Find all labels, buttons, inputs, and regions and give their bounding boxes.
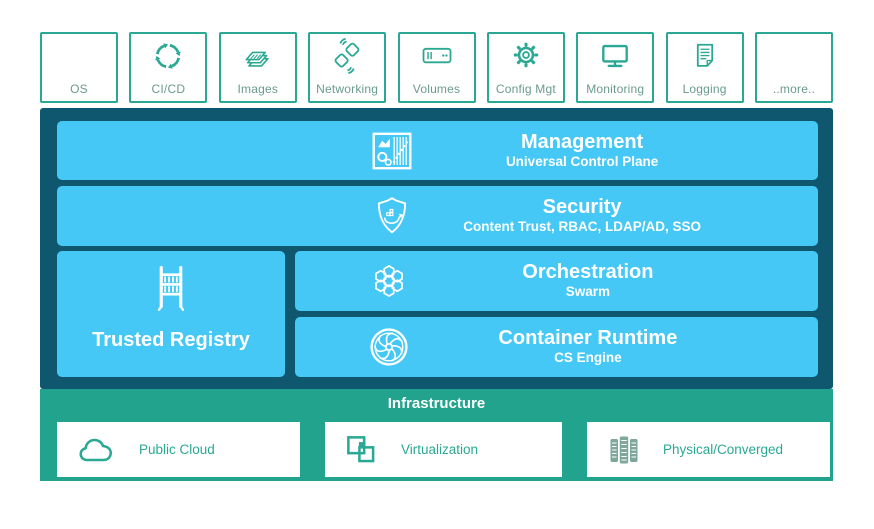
- ecosystem-box-cicd: CI/CD: [129, 32, 208, 103]
- container-runtime-band: Container Runtime CS Engine: [295, 317, 818, 377]
- ecosystem-box-config-mgt: Config Mgt: [486, 32, 565, 103]
- platform-container: Management Universal Control Plane: [40, 108, 833, 389]
- security-text: Security Content Trust, RBAC, LDAP/AD, S…: [415, 196, 750, 236]
- orchestration-title: Orchestration: [522, 261, 654, 284]
- management-dashboard-icon: [369, 129, 415, 172]
- runtime-turbine-icon: [365, 323, 413, 371]
- infrastructure-section: Infrastructure Public Cloud: [40, 389, 833, 481]
- ecosystem-box-monitoring: Monitoring: [576, 32, 655, 103]
- infrastructure-row: Public Cloud Virtualization: [57, 422, 830, 477]
- cicd-cycle-icon: [150, 38, 186, 74]
- management-text: Management Universal Control Plane: [415, 131, 750, 171]
- ecosystem-box-networking: Networking: [308, 32, 387, 103]
- container-runtime-subtitle: CS Engine: [554, 350, 622, 366]
- networking-icon: [329, 38, 365, 74]
- infrastructure-title: Infrastructure: [387, 395, 486, 412]
- trusted-registry-box: Trusted Registry: [57, 251, 285, 377]
- ecosystem-box-images: Images: [218, 32, 297, 103]
- ecosystem-box-more: ..more..: [755, 32, 833, 103]
- ecosystem-box-label: OS: [70, 82, 88, 96]
- ecosystem-box-volumes: Volumes: [397, 32, 476, 103]
- management-title: Management: [520, 130, 644, 153]
- infrastructure-box-virtualization: Virtualization: [325, 422, 562, 477]
- monitoring-display-icon: [597, 38, 633, 74]
- ecosystem-box-label: Networking: [316, 82, 379, 96]
- orchestration-band: Orchestration Swarm: [295, 251, 818, 311]
- images-stack-icon: [240, 38, 276, 74]
- ecosystem-box-label: Logging: [682, 82, 727, 96]
- orchestration-honeycomb-icon: [367, 259, 411, 303]
- ecosystem-row: OS CI/CD: [40, 32, 833, 103]
- physical-servers-icon: [603, 430, 643, 470]
- trusted-registry-title: Trusted Registry: [92, 329, 250, 351]
- virtualization-icon: [341, 430, 381, 470]
- infrastructure-box-label: Virtualization: [401, 442, 479, 457]
- container-runtime-title: Container Runtime: [498, 327, 678, 350]
- security-subtitle: Content Trust, RBAC, LDAP/AD, SSO: [463, 219, 701, 235]
- infrastructure-box-label: Physical/Converged: [663, 442, 784, 457]
- management-band: Management Universal Control Plane: [57, 121, 818, 180]
- orchestration-text: Orchestration Swarm: [400, 261, 777, 301]
- container-runtime-text: Container Runtime CS Engine: [400, 327, 777, 367]
- ecosystem-box-logging: Logging: [665, 32, 744, 103]
- infrastructure-box-label: Public Cloud: [139, 442, 215, 457]
- security-shield-icon: [371, 193, 413, 239]
- security-title: Security: [542, 196, 622, 219]
- registry-rack-icon: [145, 261, 197, 313]
- infrastructure-box-physical-converged: Physical/Converged: [587, 422, 830, 477]
- public-cloud-icon: [73, 430, 119, 470]
- logging-document-icon: [687, 38, 723, 74]
- ecosystem-box-label: Config Mgt: [495, 82, 556, 96]
- security-band: Security Content Trust, RBAC, LDAP/AD, S…: [57, 186, 818, 246]
- ecosystem-box-label: Monitoring: [586, 82, 645, 96]
- management-subtitle: Universal Control Plane: [505, 153, 659, 169]
- ecosystem-box-label: Images: [237, 82, 279, 96]
- volumes-drive-icon: [419, 38, 455, 74]
- config-gear-icon: [509, 38, 543, 72]
- ecosystem-box-os: OS: [40, 32, 118, 103]
- ecosystem-box-label: CI/CD: [151, 82, 186, 96]
- ecosystem-box-label: Volumes: [412, 82, 461, 96]
- ecosystem-box-label: ..more..: [772, 82, 816, 96]
- infrastructure-box-public-cloud: Public Cloud: [57, 422, 300, 477]
- orchestration-subtitle: Swarm: [565, 284, 611, 300]
